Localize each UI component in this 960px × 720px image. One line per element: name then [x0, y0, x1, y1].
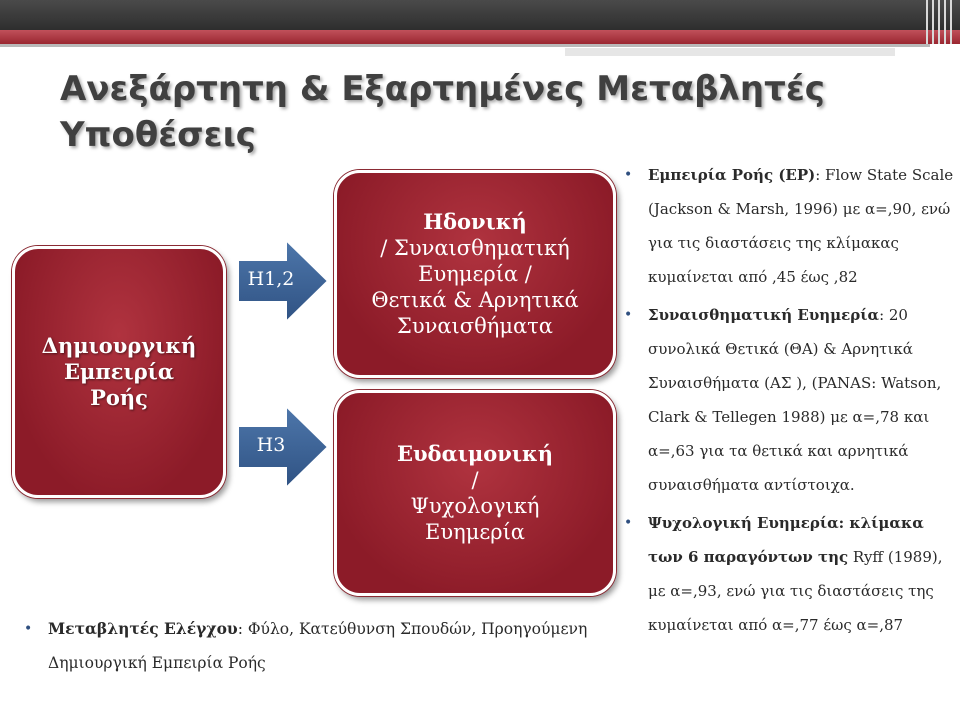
list-item-text: : Φύλο, Κατεύθυνση Σπουδών, Προηγούμενη …: [48, 620, 588, 672]
list-item: • Ψυχολογική Ευημερία: κλίμακα των 6 παρ…: [622, 506, 958, 642]
top-banner: [0, 0, 960, 30]
bullet-icon: •: [624, 167, 633, 183]
list-item: • Εμπειρία Ροής (ΕΡ): Flow State Scale (…: [622, 158, 958, 294]
target-node-line: /: [471, 468, 479, 492]
edge-h12-arrow: Η1,2: [236, 237, 332, 325]
list-item-heading: Συναισθηματική Ευημερία: [648, 306, 880, 324]
source-node-line: Δημιουργική: [41, 333, 197, 358]
list-item-text: : Flow State Scale (Jackson & Marsh, 199…: [648, 166, 954, 286]
list-item-text: : 20 συνολικά Θετικά (ΘΑ) & Αρνητικά Συν…: [648, 306, 942, 494]
slide-title-line-2: Υποθέσεις: [60, 115, 256, 155]
list-item: • Συναισθηματική Ευημερία: 20 συνολικά Θ…: [622, 298, 958, 502]
bullet-icon: •: [624, 515, 633, 531]
target-node-line: / Συναισθηματική: [380, 236, 570, 260]
control-variables-list: • Μεταβλητές Ελέγχου: Φύλο, Κατεύθυνση Σ…: [22, 612, 622, 680]
edge-label: Η1,2: [247, 268, 295, 290]
arrow-right-icon: [237, 237, 330, 325]
arrow-right-icon: [237, 403, 330, 491]
target-node-line: Ηδονική: [423, 209, 527, 234]
slide-title-line-1: Ανεξάρτητη & Εξαρτημένες Μεταβλητές: [60, 69, 825, 109]
target-node-hedonic: Ηδονική / Συναισθηματική Ευημερία / Θετι…: [334, 170, 616, 378]
list-item: • Μεταβλητές Ελέγχου: Φύλο, Κατεύθυνση Σ…: [22, 612, 622, 680]
measures-list: • Εμπειρία Ροής (ΕΡ): Flow State Scale (…: [622, 158, 958, 646]
list-item-heading: Ψυχολογική Ευημερία: κλίμακα των 6 παραγ…: [648, 514, 924, 566]
target-node-line: Ευημερία /: [418, 262, 532, 286]
target-node-line: Ευημερία: [425, 520, 525, 544]
bullet-icon: •: [624, 307, 633, 323]
edge-label: Η3: [256, 434, 286, 456]
slide-title: Ανεξάρτητη & Εξαρτημένες Μεταβλητές Υποθ…: [60, 66, 880, 158]
list-item-heading: Εμπειρία Ροής (ΕΡ): [648, 166, 816, 184]
corner-decoration: [926, 0, 952, 44]
target-node-line: Θετικά & Αρνητικά: [371, 288, 579, 312]
banner-accent: [565, 48, 895, 56]
target-node-line: Ψυχολογική: [410, 494, 540, 518]
source-node-line: Ροής: [90, 385, 148, 410]
list-item-heading: Μεταβλητές Ελέγχου: [48, 619, 238, 638]
red-banner: [0, 30, 960, 44]
banner-divider: [0, 44, 930, 47]
edge-h3-arrow: Η3: [236, 403, 332, 491]
target-node-line: Συναισθήματα: [397, 314, 553, 338]
target-node-eudaimonic: Ευδαιμονική / Ψυχολογική Ευημερία: [334, 390, 616, 596]
source-node: Δημιουργική Εμπειρία Ροής: [12, 246, 226, 498]
bullet-icon: •: [24, 621, 33, 637]
source-node-line: Εμπειρία: [64, 359, 174, 384]
list-item-text: Ryff (1989), με α=,93, ενώ για τις διαστ…: [648, 548, 943, 634]
target-node-line: Ευδαιμονική: [396, 441, 554, 466]
